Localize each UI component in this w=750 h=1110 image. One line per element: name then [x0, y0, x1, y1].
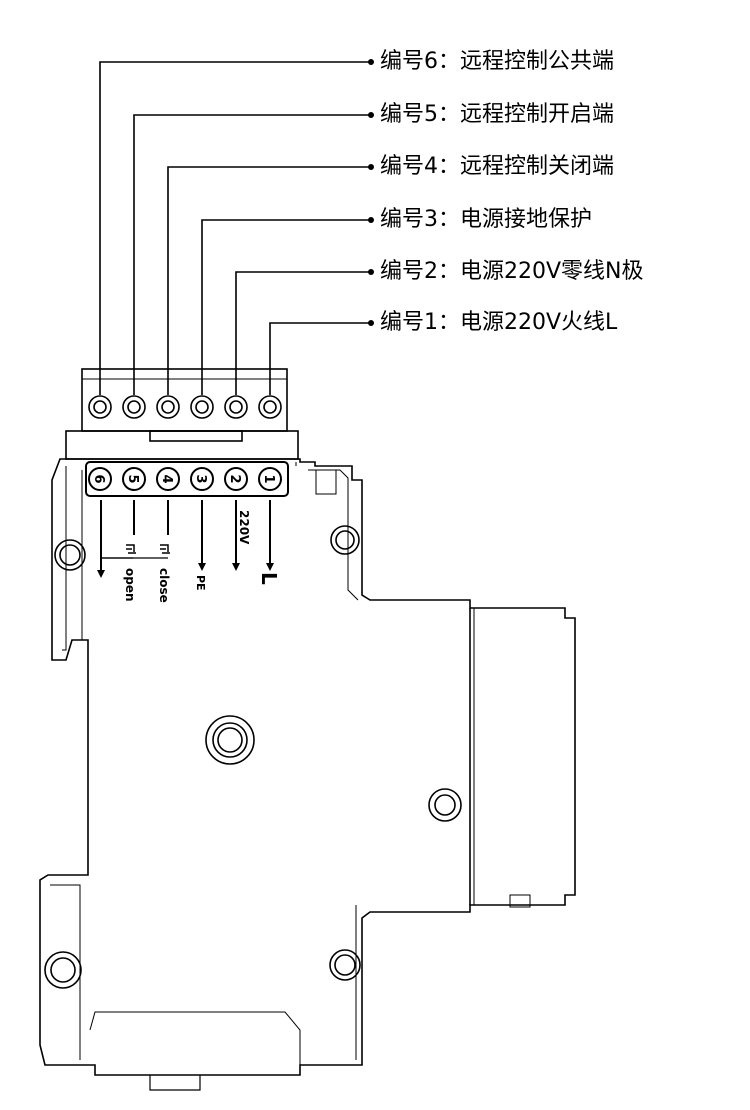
- mounting-holes: [44, 525, 462, 989]
- switch-symbols: [126, 544, 170, 554]
- terminal-circles: [88, 467, 282, 491]
- callout-label-6: 编号6：远程控制公共端: [380, 49, 614, 74]
- callout-label-1: 编号1：电源220V火线L: [380, 310, 618, 335]
- connector-plug-body: [81, 368, 288, 432]
- device-housing-inner: [50, 462, 359, 1065]
- arrowheads: [97, 563, 274, 578]
- terminal-numbers: 6 5 4 3 2 1: [91, 474, 276, 483]
- side-tab: [315, 469, 337, 495]
- leader-6: [99, 61, 370, 395]
- side-clip: [509, 894, 531, 908]
- connector-base: [65, 430, 299, 460]
- label-pe: PE: [194, 575, 207, 591]
- plug-screws: [88, 395, 282, 419]
- leader-5: [133, 114, 370, 395]
- callout-label-4: 编号4：远程控制关闭端: [380, 154, 614, 179]
- callout-dots: [368, 59, 374, 326]
- callout-leaders: [99, 61, 370, 395]
- callout-label-5: 编号5：远程控制开启端: [380, 102, 614, 127]
- wiring-lines: [100, 500, 271, 572]
- leader-4: [167, 166, 370, 395]
- terminal-6-number: 6: [91, 474, 106, 483]
- device-housing-outline: [39, 458, 576, 1076]
- terminal-3-number: 3: [193, 474, 208, 483]
- bottom-tab: [149, 1075, 201, 1091]
- terminal-1-number: 1: [261, 474, 276, 483]
- terminal-5-number: 5: [125, 474, 140, 483]
- terminal-strip: [85, 461, 289, 497]
- label-220v: 220V: [237, 510, 251, 545]
- label-open: open: [123, 568, 137, 602]
- terminal-2-number: 2: [227, 474, 242, 483]
- terminal-labels: open close PE 220V L: [123, 510, 281, 603]
- callout-label-2: 编号2：电源220V零线N极: [380, 259, 644, 284]
- label-l: L: [257, 572, 281, 585]
- leader-2: [235, 271, 370, 395]
- leader-3: [201, 219, 370, 395]
- connector-latch: [149, 430, 243, 442]
- leader-1: [269, 322, 370, 395]
- label-close: close: [157, 568, 171, 603]
- callout-label-3: 编号3：电源接地保护: [380, 207, 592, 232]
- terminal-4-number: 4: [159, 474, 174, 483]
